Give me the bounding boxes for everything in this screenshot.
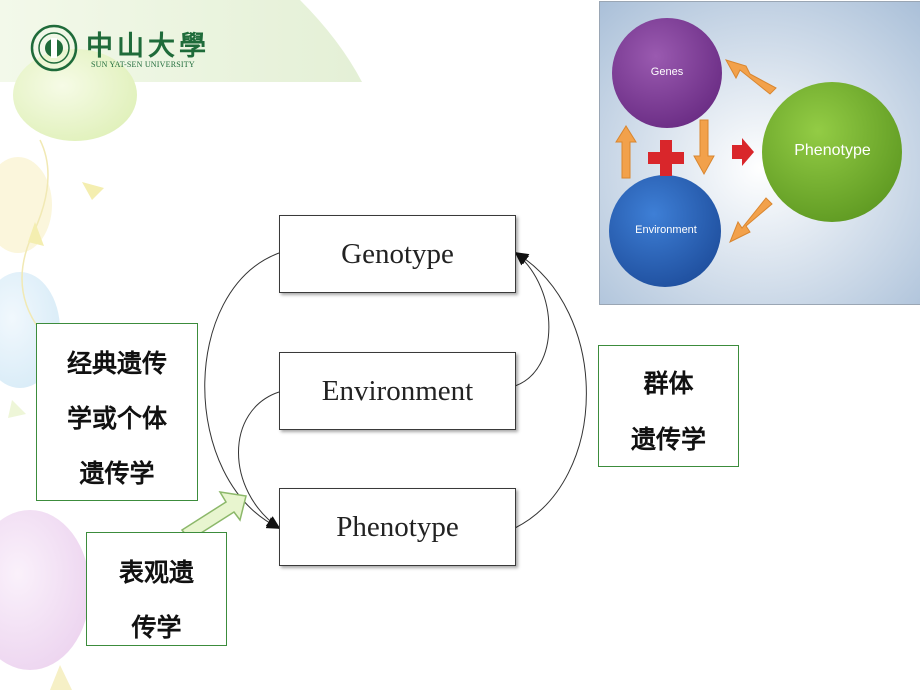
university-name-en: SUN YAT-SEN UNIVERSITY — [91, 60, 195, 69]
population-line-1: 群体 — [643, 369, 694, 398]
environment-to-phenotype-curve — [238, 391, 281, 530]
up-arrow-icon — [615, 125, 637, 179]
environment-label: Environment — [321, 374, 474, 407]
environment-node: Environment — [279, 352, 516, 430]
plus-icon — [648, 140, 684, 176]
phenotype-node: Phenotype — [279, 488, 516, 566]
star-shape — [8, 400, 26, 418]
inset-artwork — [600, 2, 920, 304]
environment-to-genotype-curve — [514, 251, 550, 387]
genotype-label: Genotype — [341, 237, 454, 270]
epigenetics-line-2: 传学 — [131, 613, 182, 642]
university-seal-logo — [30, 24, 78, 72]
university-name-cn: 中山大學 — [86, 31, 210, 62]
arrow-to-environment-icon — [729, 197, 773, 244]
down-arrow-icon — [693, 119, 715, 176]
inset-phenotype-label: Phenotype — [794, 142, 871, 159]
balloon-green — [13, 49, 137, 141]
phenotype-circle — [762, 82, 902, 222]
population-genetics-label: 群体 遗传学 — [598, 345, 739, 467]
right-arrow-icon — [732, 138, 754, 166]
population-line-2: 遗传学 — [630, 425, 706, 454]
phenotype-to-genotype-curve — [514, 251, 587, 529]
inset-illustration: Genes Environment Phenotype — [599, 1, 920, 305]
balloon-yellow — [0, 157, 52, 253]
epigenetics-line-1: 表观遗 — [118, 558, 194, 587]
phenotype-label: Phenotype — [336, 510, 459, 543]
inset-genes-label: Genes — [650, 66, 684, 78]
arrow-to-genes-icon — [724, 59, 777, 95]
genotype-node: Genotype — [279, 215, 516, 293]
star-shape — [82, 182, 104, 200]
classical-line-1: 经典遗传 — [66, 349, 167, 378]
star-shape — [28, 222, 44, 246]
star-shape — [50, 665, 72, 690]
epigenetics-label: 表观遗 传学 — [86, 532, 227, 646]
classical-line-3: 遗传学 — [79, 459, 155, 488]
inset-environment-label: Environment — [635, 224, 697, 236]
classical-line-2: 学或个体 — [66, 404, 167, 433]
environment-circle — [609, 175, 721, 287]
genes-circle — [612, 18, 722, 128]
balloon-purple — [0, 510, 90, 670]
classical-genetics-label: 经典遗传 学或个体 遗传学 — [36, 323, 198, 501]
